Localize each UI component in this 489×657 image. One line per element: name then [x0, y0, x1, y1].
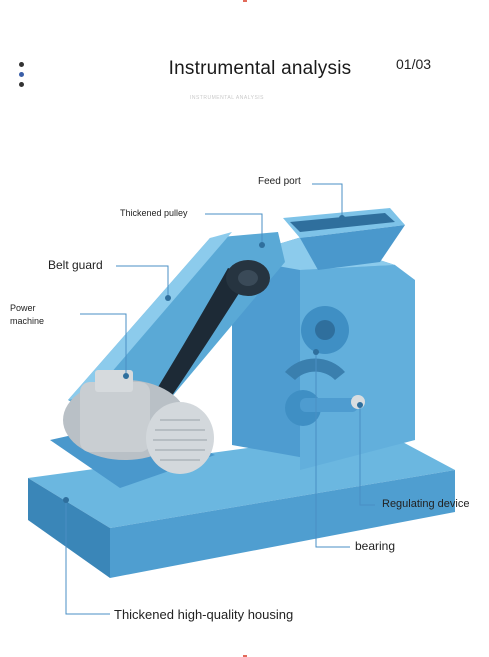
- label-bearing: bearing: [355, 539, 396, 553]
- leader-bearing: [315, 352, 350, 548]
- leader-feed-port: [312, 183, 343, 218]
- pulley-belt: [150, 268, 250, 410]
- leader-power-machine: [80, 313, 127, 376]
- leader-regulating: [359, 405, 375, 506]
- label-regulating-device: Regulating device: [382, 498, 470, 510]
- leader-pulley: [205, 213, 263, 245]
- hopper-front: [300, 225, 405, 270]
- label-thickened-pulley: Thickened pulley: [120, 208, 188, 218]
- label-power-machine: Power machine: [10, 303, 45, 326]
- decor-mark: [243, 0, 247, 2]
- leader-housing: [65, 500, 110, 615]
- page-subtitle: INSTRUMENTAL ANALYSIS: [189, 95, 265, 101]
- toggle-gear: [285, 358, 345, 380]
- page-counter: 01/03: [396, 56, 432, 72]
- leader-belt-guard: [116, 265, 169, 298]
- decor-mark: [243, 655, 247, 657]
- hopper-inner: [290, 213, 395, 232]
- base-side: [110, 470, 455, 578]
- more-menu-icon[interactable]: [18, 62, 26, 92]
- label-belt-guard: Belt guard: [48, 258, 103, 272]
- belt-guard-top: [68, 232, 232, 400]
- label-feed-port: Feed port: [258, 176, 301, 187]
- base-front: [28, 478, 110, 578]
- label-housing: Thickened high-quality housing: [114, 607, 294, 622]
- motor-fan-cover: [146, 402, 214, 474]
- page-title: Instrumental analysis: [168, 58, 352, 79]
